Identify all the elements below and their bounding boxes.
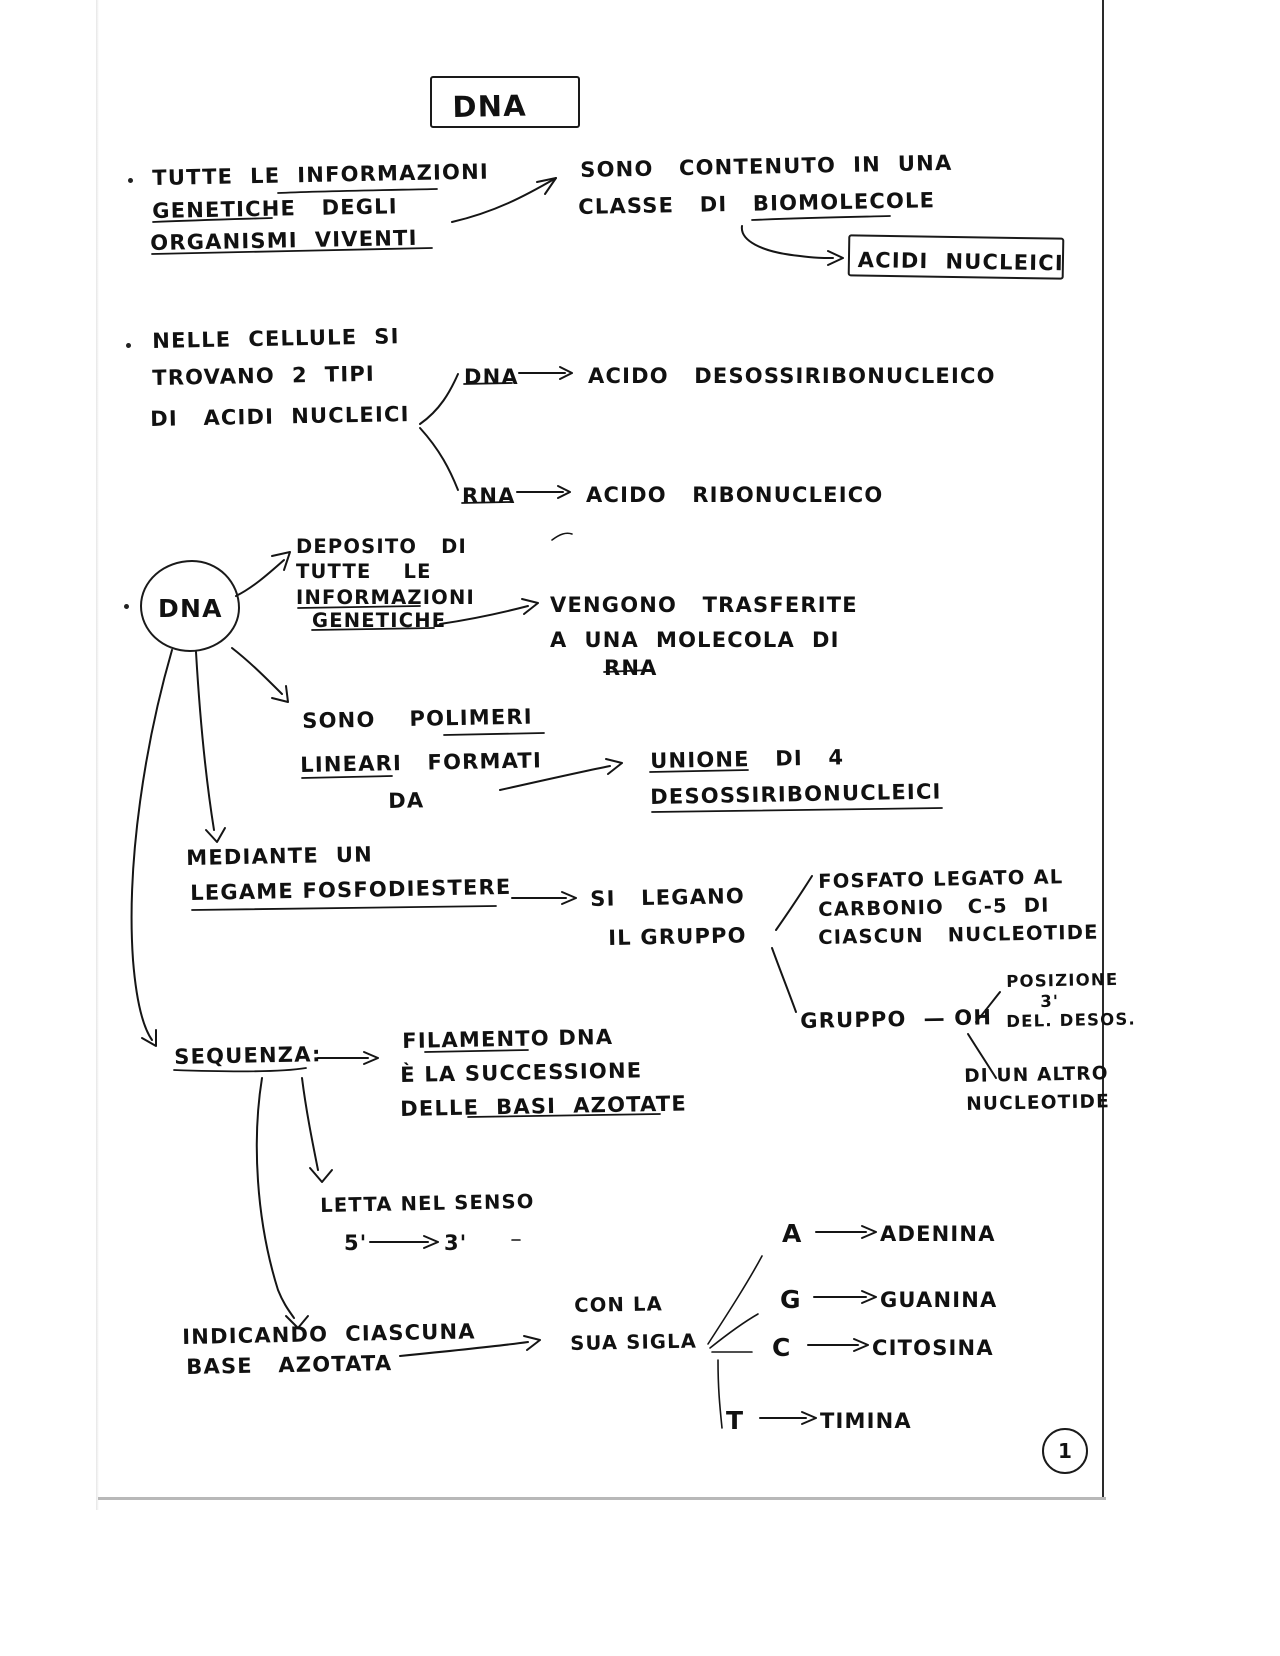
bullet-point-1	[128, 178, 133, 183]
filamento-line1: FILAMENTO DNA	[402, 1024, 614, 1053]
si-legano-line1: SI LEGANO	[590, 884, 746, 911]
posizione-line1: POSIZIONE	[1006, 969, 1119, 991]
bullet-point-2	[126, 343, 131, 348]
nelle-cellule-line2: TROVANO 2 TIPI	[152, 361, 376, 390]
info-genetiche-line3: ORGANISMI VIVENTI	[150, 225, 418, 255]
mediante-line2: LEGAME FOSFODIESTERE	[190, 874, 512, 905]
dna-abbrev-label: DNA	[464, 365, 519, 389]
sequenza-label: SEQUENZA:	[174, 1042, 322, 1069]
base-symbol-G: G	[780, 1285, 802, 1314]
base-symbol-C: C	[772, 1333, 792, 1362]
filamento-line3: DELLE BASI AZOTATE	[400, 1091, 688, 1121]
polimeri-line3: DA	[388, 788, 425, 813]
filamento-line2: È LA SUCCESSIONE	[400, 1058, 643, 1087]
bullet-point-3	[124, 604, 129, 609]
info-genetiche-line2: GENETICHE DEGLI	[152, 194, 398, 223]
info-genetiche-line1: TUTTE LE INFORMAZIONI	[152, 159, 490, 190]
five-prime-label: 5'	[344, 1231, 368, 1255]
unione-line1: UNIONE DI 4	[650, 745, 845, 773]
three-prime-label: 3'	[444, 1231, 468, 1255]
deposito-line2: TUTTE LE	[296, 560, 432, 583]
gruppo-oh-label: GRUPPO — OH	[800, 1005, 993, 1033]
base-symbol-A: A	[782, 1219, 803, 1248]
rna-expansion-text: ACIDO RIBONUCLEICO	[586, 483, 884, 507]
fosfato-line3: CIASCUN NUCLEOTIDE	[818, 920, 1099, 949]
base-name-T: TIMINA	[820, 1409, 912, 1433]
dna-circle-label: DNA	[158, 594, 223, 623]
dna-circle-node	[140, 560, 240, 652]
trasferite-line1: VENGONO TRASFERITE	[550, 593, 858, 617]
indicando-line2: BASE AZOTATA	[186, 1351, 393, 1379]
indicando-line1: INDICANDO CIASCUNA	[182, 1319, 476, 1349]
altro-nucleotide-line2: NUCLEOTIDE	[966, 1091, 1111, 1115]
trasferite-line2: A UNA MOLECOLA DI	[550, 628, 840, 652]
page-title: DNA	[452, 88, 528, 124]
title-box	[430, 76, 580, 128]
polimeri-line1: SONO POLIMERI	[302, 704, 533, 733]
trasferite-line3: RNA	[604, 656, 658, 680]
nelle-cellule-line1: NELLE CELLULE SI	[152, 324, 400, 353]
acidi-nucleici-label: ACIDI NUCLEICI	[857, 247, 1065, 276]
base-name-A: ADENINA	[880, 1222, 996, 1246]
base-name-C: CITOSINA	[872, 1336, 994, 1360]
con-la-sigla-line2: SUA SIGLA	[570, 1329, 698, 1355]
il-gruppo-line: IL GRUPPO	[608, 923, 747, 950]
letta-nel-senso-line: LETTA NEL SENSO	[320, 1189, 535, 1217]
page-number-value: 1	[1058, 1439, 1072, 1463]
posizione-line3: DEL. DESOS.	[1006, 1009, 1137, 1031]
base-symbol-T: T	[726, 1406, 745, 1435]
nelle-cellule-line3: DI ACIDI NUCLEICI	[150, 402, 410, 431]
deposito-line4: GENETICHE	[312, 609, 447, 632]
con-la-sigla-line1: CON LA	[574, 1292, 664, 1317]
page-number-badge: 1	[1042, 1428, 1088, 1474]
page-left-edge	[96, 0, 99, 1510]
page-bottom-edge	[98, 1497, 1106, 1500]
mediante-line1: MEDIANTE UN	[186, 842, 374, 870]
polimeri-line2: LINEARI FORMATI	[300, 748, 543, 777]
dna-expansion-text: ACIDO DESOSSIRIBONUCLEICO	[588, 364, 996, 388]
page-sheet	[98, 0, 1104, 1500]
deposito-line3: INFORMAZIONI	[296, 586, 475, 609]
altro-nucleotide-line1: DI UN ALTRO	[964, 1063, 1109, 1087]
base-name-G: GUANINA	[880, 1288, 998, 1312]
unione-line2: DESOSSIRIBONUCLEICI	[650, 779, 942, 809]
rna-abbrev-label: RNA	[462, 484, 516, 508]
deposito-line1: DEPOSITO DI	[296, 535, 467, 558]
